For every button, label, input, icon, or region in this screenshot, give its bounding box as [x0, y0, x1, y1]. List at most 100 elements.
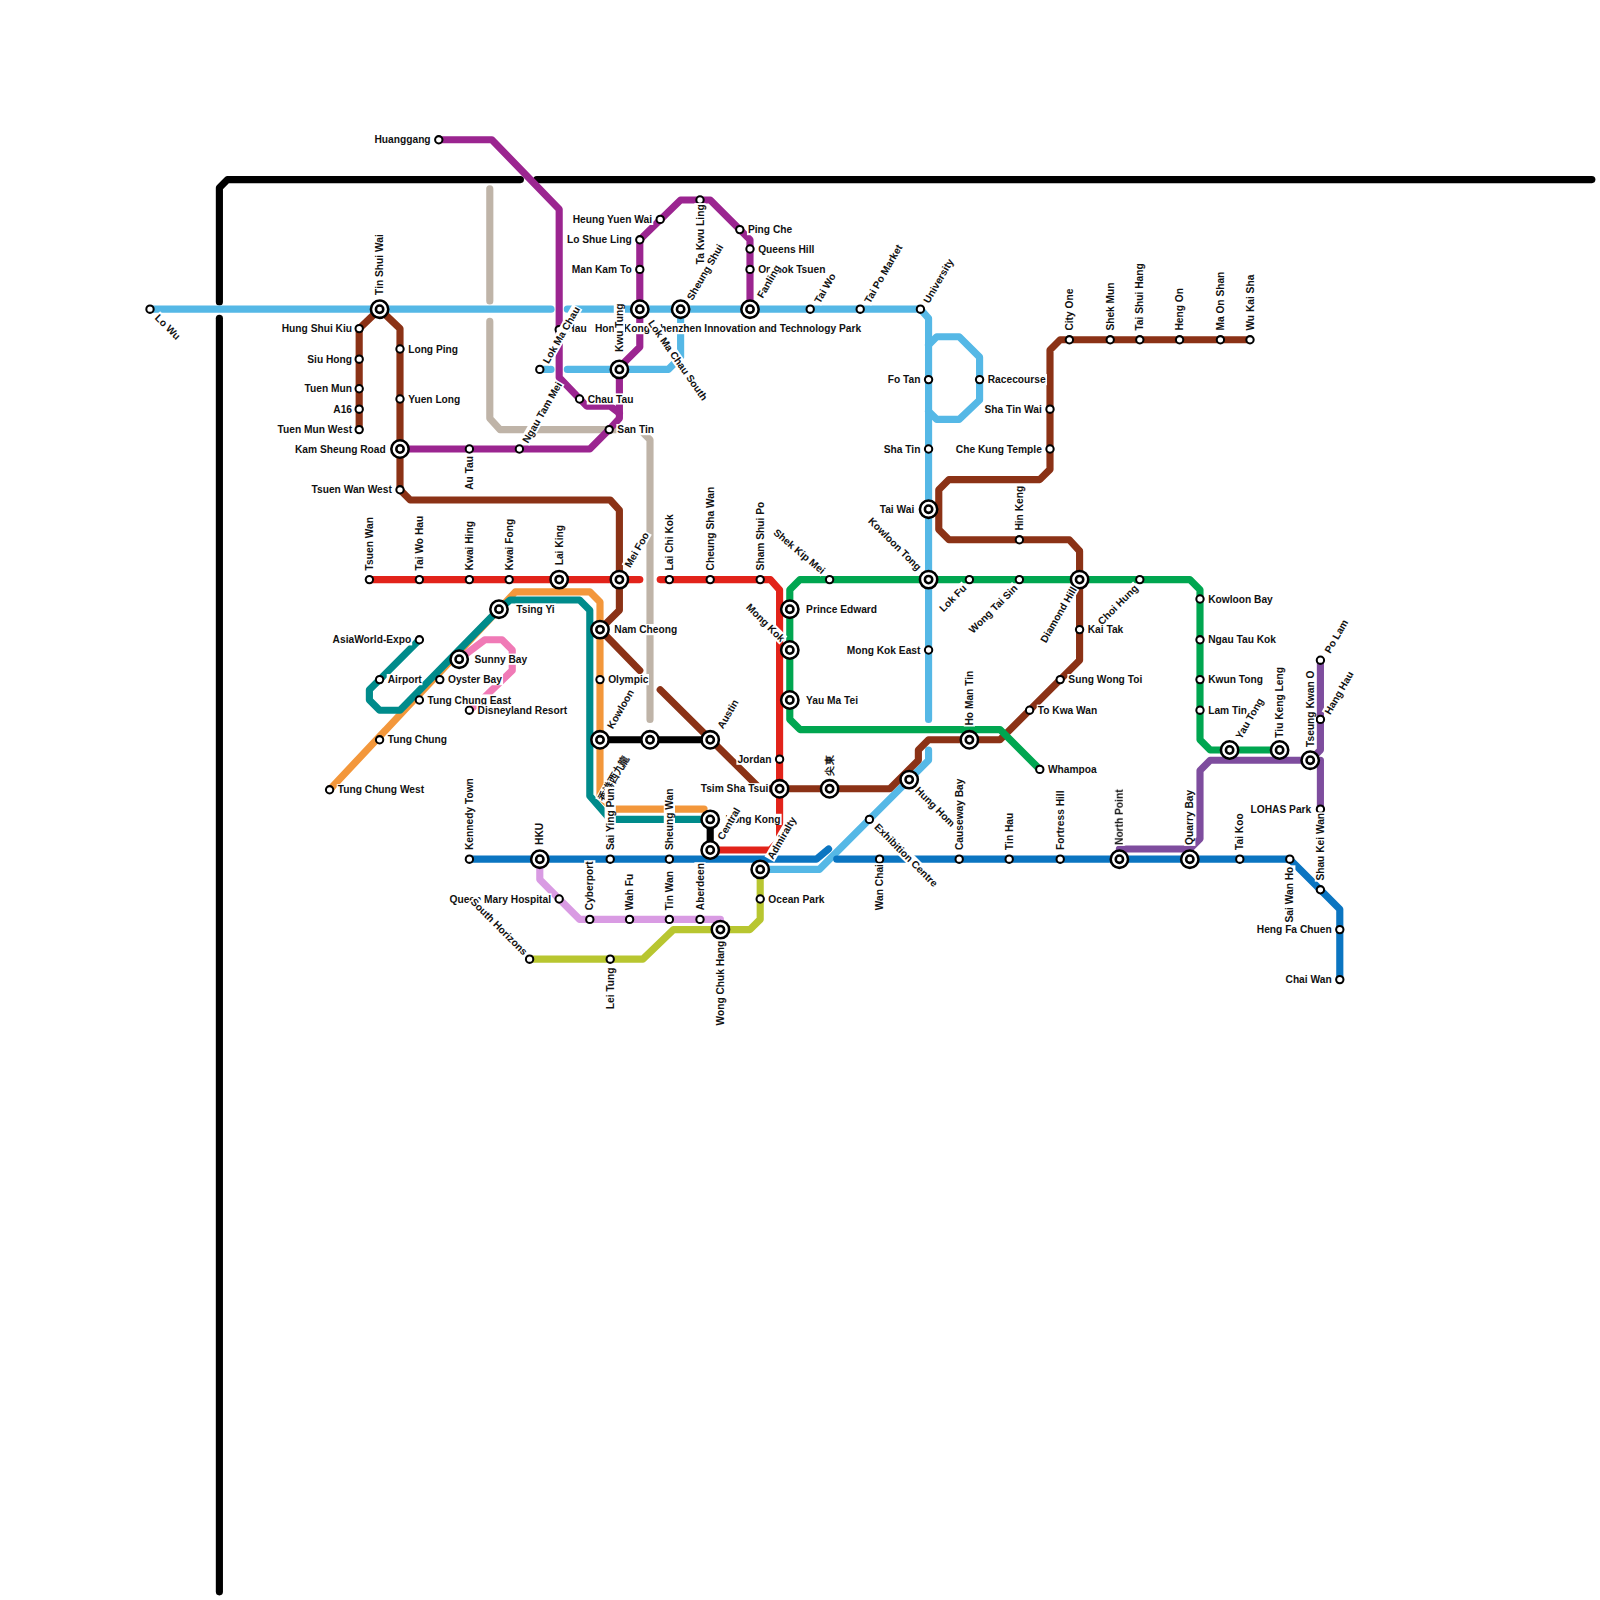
station-name: Siu Hong [306, 354, 353, 365]
interchange-dot [636, 306, 643, 313]
station-dot [866, 816, 873, 823]
station-name: Au Tau [464, 455, 475, 491]
station-name: Tin Hau [1004, 812, 1015, 851]
station-dot [666, 856, 673, 863]
interchange-dot [925, 506, 932, 513]
station-name: Fortress Hill [1055, 789, 1066, 851]
station-name: Ocean Park [767, 893, 825, 904]
metro-line [837, 859, 1340, 979]
station-dot [466, 707, 473, 714]
interchange-ring [920, 571, 937, 588]
station-name: Ta Kwu Ling [694, 203, 705, 265]
station-name: Tsuen Wan West [310, 484, 392, 495]
station-dot [526, 956, 533, 963]
interchange-dot [707, 736, 714, 743]
station-dot [707, 576, 714, 583]
station-dot [416, 696, 423, 703]
station-dot [586, 916, 593, 923]
station-name: Kowloon [604, 687, 636, 732]
station-dot [606, 426, 613, 433]
station-dot [1196, 595, 1203, 602]
station-name: Tsing Yi [515, 604, 555, 615]
interchange-ring [781, 601, 798, 618]
station-name: Hung Hom [912, 784, 958, 830]
station-name: Prince Edward [805, 604, 878, 615]
station-dot [356, 426, 363, 433]
station-dot [576, 395, 583, 402]
interchange-dot [456, 656, 463, 663]
interchange-dot [1186, 856, 1193, 863]
interchange-ring [901, 771, 918, 788]
interchange-ring [1271, 741, 1288, 758]
metro-line [540, 859, 721, 919]
interchange-dot [786, 696, 793, 703]
metro-line [929, 337, 980, 420]
station-dot [435, 136, 442, 143]
station-name: Che Kung Temple [955, 443, 1043, 454]
interchange-dot [826, 785, 833, 792]
station-name: Wah Fu [624, 873, 635, 912]
station-name: Chau Tau [587, 393, 635, 404]
station-name: Tuen Mun West [277, 424, 353, 435]
station-name: Man Kam To [571, 264, 633, 275]
station-dot [966, 576, 973, 583]
station-name: AsiaWorld-Expo [332, 634, 413, 645]
station-dot [776, 756, 783, 763]
interchange-dot [746, 306, 753, 313]
interchange-ring [1221, 741, 1238, 758]
station-name: Shek Kip Mei [771, 526, 828, 577]
station-name: Wan Chai [874, 863, 885, 911]
station-name: Lo Shue Ling [566, 234, 633, 245]
station-name: South Horizons [468, 895, 531, 958]
interchange-ring [551, 571, 568, 588]
station-name: Tung Chung [387, 734, 448, 745]
station-dot [757, 576, 764, 583]
interchange-dot [646, 736, 653, 743]
station-dot [1317, 716, 1324, 723]
interchange-dot [616, 366, 623, 373]
interchange-dot [376, 306, 383, 313]
interchange-ring [672, 301, 689, 318]
station-name: To Kwa Wan [1037, 705, 1099, 716]
interchange-dot [556, 576, 563, 583]
station-dot [696, 916, 703, 923]
interchange-ring [702, 811, 719, 828]
station-dot [356, 356, 363, 363]
station-dot [436, 676, 443, 683]
station-name: Queen Mary Hospital [449, 893, 553, 904]
interchange-ring [641, 731, 658, 748]
station-dot [1046, 406, 1053, 413]
station-dot [925, 376, 932, 383]
interchange-dot [966, 736, 973, 743]
station-dot [1046, 445, 1053, 452]
station-name: Tiu Keng Leng [1274, 666, 1285, 739]
station-name: Kai Tak [1087, 624, 1125, 635]
station-dot [746, 245, 753, 252]
interchange-dot [925, 576, 932, 583]
station-name: Austin [715, 697, 742, 732]
station-name: Sunny Bay [473, 654, 528, 665]
station-dot [1036, 766, 1043, 773]
station-name: Hong Kong-Shenzhen Innovation and Techno… [594, 323, 862, 334]
station-name: Sham Shui Po [755, 501, 766, 572]
station-name: Kwai Fong [504, 518, 515, 572]
station-dot [326, 786, 333, 793]
station-name: Sheung Wan [664, 788, 675, 851]
station-dot [1136, 576, 1143, 583]
station-name: 尖東 [824, 754, 835, 776]
interchange-ring [391, 440, 408, 457]
map-frame [537, 176, 1592, 183]
interchange-dot [495, 606, 502, 613]
station-dot [356, 406, 363, 413]
interchange-ring [702, 731, 719, 748]
station-name: Tin Wan [664, 870, 675, 911]
interchange-dot [1076, 576, 1083, 583]
station-name: Sha Tin Wai [984, 404, 1043, 415]
station-dot [1076, 626, 1083, 633]
station-name: Kam Sheung Road [294, 443, 387, 454]
interchange-dot [1276, 746, 1283, 753]
interchange-ring [1302, 752, 1319, 769]
station-name: Yuen Long [407, 393, 461, 404]
station-dot [536, 366, 543, 373]
station-dot [1217, 336, 1224, 343]
